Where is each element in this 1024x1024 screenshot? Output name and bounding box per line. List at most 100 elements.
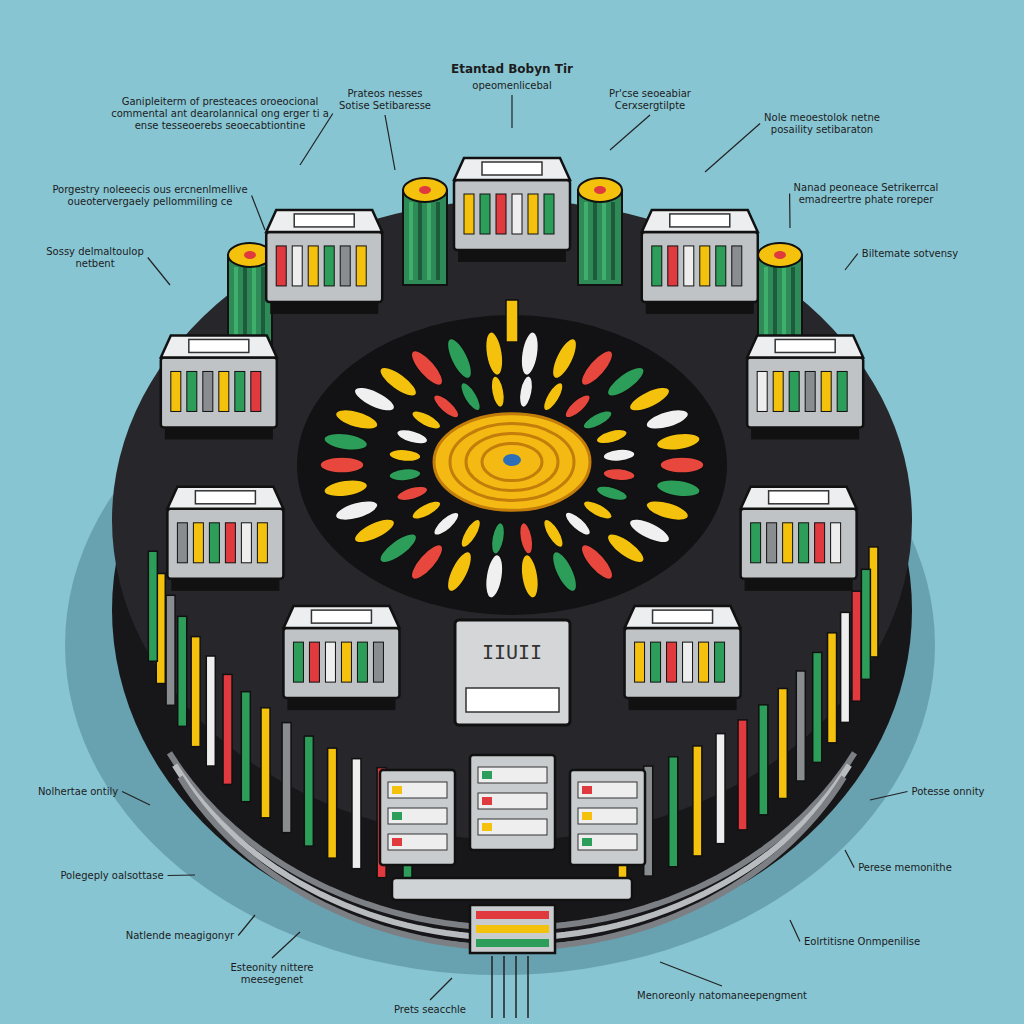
console-panel bbox=[466, 688, 559, 712]
rim-band bbox=[169, 753, 854, 928]
leader-line bbox=[610, 115, 650, 150]
petal bbox=[406, 346, 447, 390]
callout-label: Potesse onnity bbox=[902, 786, 994, 798]
petal bbox=[333, 497, 380, 525]
rack-stripe bbox=[715, 642, 725, 682]
petal bbox=[660, 457, 704, 473]
label-text: Sossy delmaltoulop netbent bbox=[46, 246, 144, 269]
cable-bar bbox=[191, 637, 200, 747]
rack-top bbox=[741, 487, 857, 509]
label-text: Biltemate sotvensy bbox=[862, 248, 958, 259]
cable-bar bbox=[778, 688, 787, 798]
petal bbox=[483, 331, 506, 377]
petal bbox=[548, 548, 582, 595]
rack-stripe bbox=[544, 194, 554, 234]
rack-body bbox=[747, 357, 863, 427]
stack-slot bbox=[388, 782, 447, 798]
base-top bbox=[112, 200, 912, 840]
cylinder-body bbox=[578, 190, 622, 285]
rack-stripe bbox=[324, 246, 334, 286]
cable-bar bbox=[148, 551, 157, 661]
stack-unit bbox=[470, 755, 555, 850]
rack-body bbox=[642, 232, 758, 302]
callout-label: Nolhertae ontily bbox=[28, 786, 128, 798]
leader-line bbox=[238, 915, 255, 936]
callout-label: Prateos nesses Sotise Setibaresse bbox=[333, 88, 437, 112]
rack-stripe bbox=[815, 523, 825, 563]
rack-screen bbox=[294, 214, 354, 227]
cylinder-stripe bbox=[773, 267, 777, 345]
label-text: Prets seacchle bbox=[394, 1004, 466, 1015]
label-text: Eolrtitisne Onmpenilise bbox=[804, 936, 920, 947]
cable-bar bbox=[738, 720, 747, 830]
stack-slot bbox=[578, 782, 637, 798]
rack-screen bbox=[311, 610, 371, 623]
leader-line bbox=[845, 850, 854, 868]
rack-stripe bbox=[308, 246, 318, 286]
rack-body bbox=[161, 357, 277, 427]
callout-label: Sossy delmaltoulop netbent bbox=[33, 246, 157, 270]
drop-line bbox=[491, 956, 493, 1018]
console-marking: IIUII bbox=[462, 640, 562, 664]
cable-bar bbox=[282, 723, 291, 833]
label-text: Natlende meagigonyr bbox=[126, 930, 234, 941]
label-text: Nolhertae ontily bbox=[38, 786, 118, 797]
cable-bar bbox=[693, 746, 702, 856]
rack-stripe bbox=[341, 642, 351, 682]
callout-label: Menoreonly natomaneepengment bbox=[630, 990, 814, 1002]
cable-bar bbox=[328, 748, 337, 858]
rack-stripe bbox=[356, 246, 366, 286]
cable-bar bbox=[241, 692, 250, 802]
server-rack bbox=[167, 487, 283, 591]
leader-line bbox=[845, 254, 858, 271]
petal bbox=[595, 426, 629, 446]
leader-line bbox=[789, 194, 791, 229]
petal bbox=[626, 514, 673, 547]
callout-label: opeomenlicebal bbox=[427, 80, 597, 92]
leader-line bbox=[272, 932, 300, 958]
rack-stripe bbox=[652, 246, 662, 286]
rack-stripe bbox=[699, 642, 709, 682]
cylinder-stripe bbox=[252, 267, 256, 345]
cable-bar bbox=[206, 656, 215, 766]
server-rack bbox=[283, 606, 399, 710]
petal bbox=[430, 509, 462, 539]
cylinder-stripe bbox=[436, 202, 440, 280]
cylinder-body bbox=[403, 190, 447, 285]
rack-stripe bbox=[783, 523, 793, 563]
label-text: IIUII bbox=[482, 640, 542, 664]
rack-stripe bbox=[716, 246, 726, 286]
rack-screen bbox=[769, 491, 829, 504]
rack-body bbox=[266, 232, 382, 302]
petal bbox=[430, 391, 462, 421]
server-rack bbox=[454, 158, 570, 262]
cable-bar bbox=[669, 757, 678, 867]
stack-led bbox=[582, 838, 592, 846]
cylinder-stripe bbox=[427, 202, 431, 280]
callout-label: Nole meoestolok netne posaility setibara… bbox=[755, 112, 889, 136]
leader-line bbox=[122, 792, 150, 806]
drop-line bbox=[503, 956, 505, 1018]
rack-screen bbox=[482, 162, 542, 175]
petal bbox=[388, 467, 421, 482]
stack-slot bbox=[388, 808, 447, 824]
petal bbox=[457, 517, 484, 551]
core-ring bbox=[434, 414, 590, 511]
cable-bar bbox=[852, 591, 861, 701]
label-text: Nanad peoneace Setrikerrcal emadreertre … bbox=[794, 182, 939, 205]
rack-stripe bbox=[799, 523, 809, 563]
callout-label: Ganipleiterm of presteaces oroeocional c… bbox=[105, 96, 335, 132]
cable-bar bbox=[223, 674, 232, 784]
rack-top bbox=[642, 210, 758, 232]
petal bbox=[517, 375, 535, 409]
rack-stripe bbox=[683, 642, 693, 682]
leader-line bbox=[252, 196, 265, 231]
label-text: Polegeply oalsottase bbox=[60, 870, 163, 881]
cable-bar bbox=[716, 734, 725, 844]
stack-led bbox=[582, 786, 592, 794]
drawer-stack bbox=[470, 905, 555, 953]
cylinder bbox=[758, 243, 802, 350]
petal bbox=[489, 522, 507, 556]
stack-unit bbox=[380, 770, 455, 865]
cable-bar bbox=[861, 569, 870, 679]
